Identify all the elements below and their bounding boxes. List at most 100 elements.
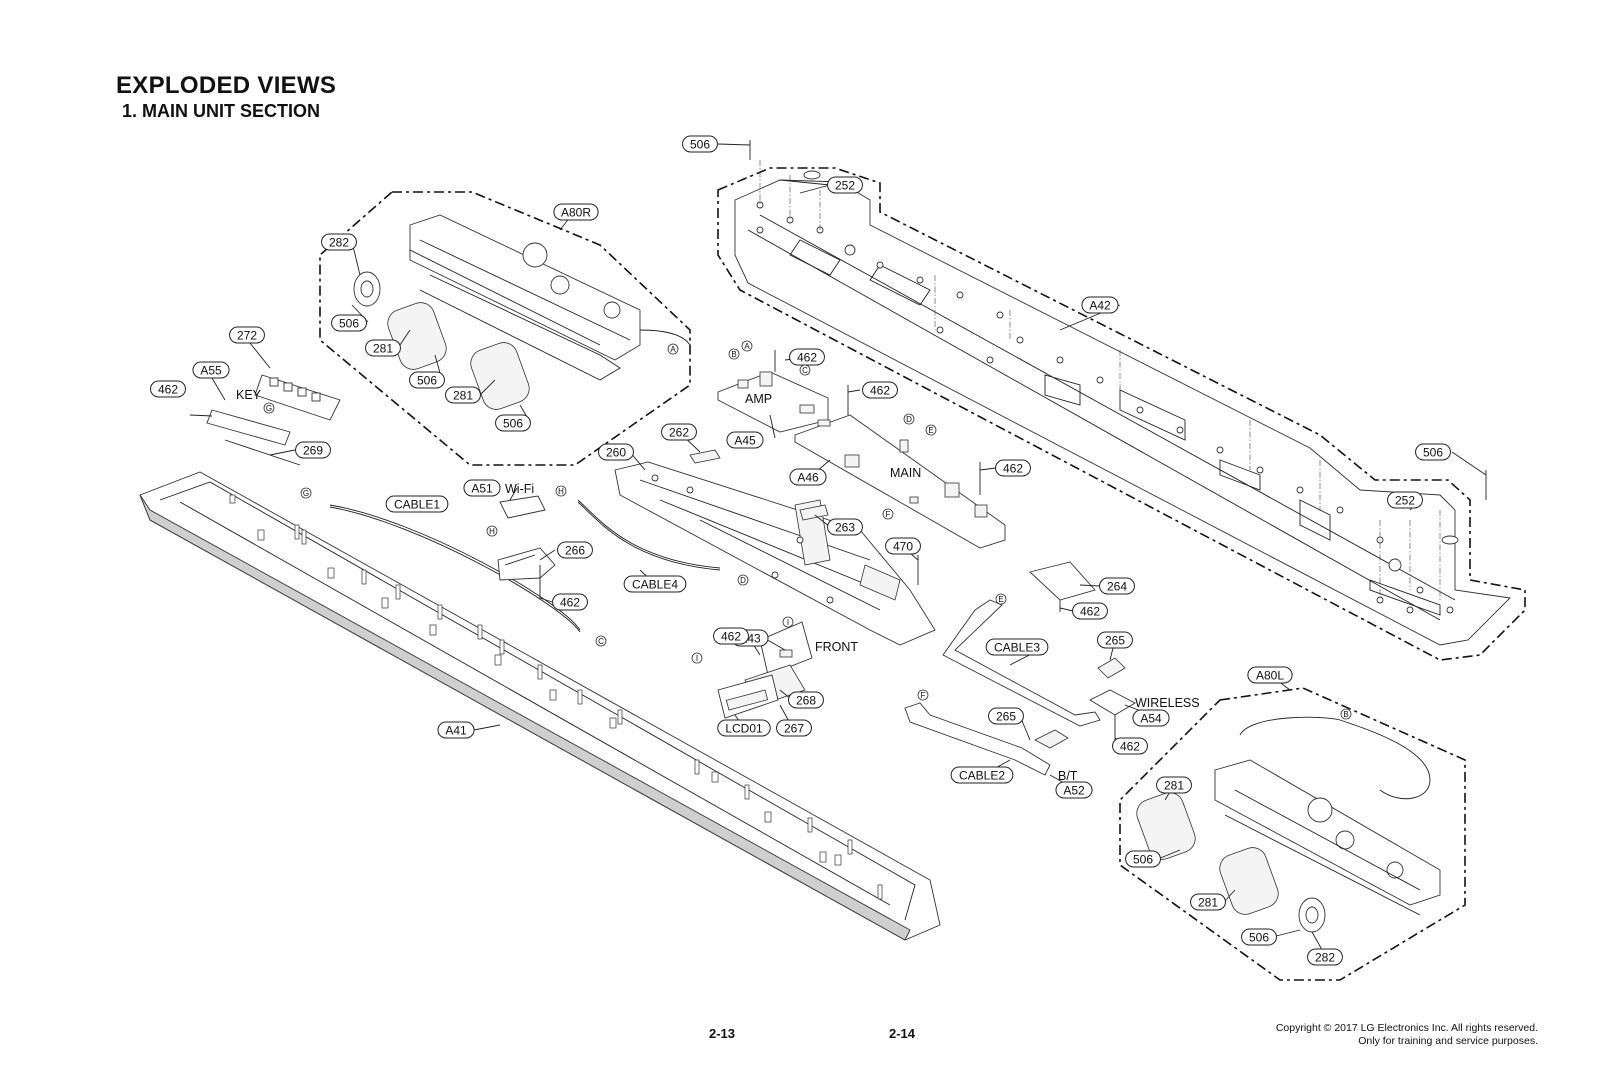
callout-506: 506 (331, 314, 367, 332)
callout-272: 272 (229, 326, 265, 344)
callout-oval (885, 537, 921, 555)
callout-text: 281 (373, 341, 393, 355)
connector-g: G (263, 402, 275, 414)
callout-text: 462 (1003, 461, 1023, 475)
callout-oval (1190, 893, 1226, 911)
callout-cable4: CABLE4 (623, 575, 687, 593)
connector-circle (903, 413, 915, 425)
callout-text: 462 (1120, 739, 1140, 753)
copyright-line-1: Copyright © 2017 LG Electronics Inc. All… (1275, 1022, 1538, 1034)
callout-text: 506 (339, 316, 359, 330)
connector-letter: G (303, 489, 309, 498)
callout-text: 265 (996, 709, 1016, 723)
callout-oval (598, 443, 634, 461)
callout-506: 506 (1415, 443, 1451, 461)
key-pcb-parts (189, 374, 341, 466)
speaker-assembly-a80l (1119, 687, 1466, 981)
connector-e: E (925, 424, 937, 436)
callout-text: 267 (784, 721, 804, 735)
connector-circle (595, 635, 607, 647)
callout-text: 281 (1164, 778, 1184, 792)
callout-oval (995, 459, 1031, 477)
callout-oval (463, 479, 501, 497)
top-cover-a42 (717, 140, 1526, 661)
copyright: Copyright © 2017 LG Electronics Inc. All… (1276, 1022, 1538, 1048)
connector-letter: H (489, 527, 495, 536)
connector-circle (691, 652, 703, 664)
connector-letter: A (744, 342, 750, 351)
callout-text: A51 (471, 481, 493, 495)
callout-470: 470 (885, 537, 921, 555)
connector-letter: E (998, 595, 1003, 604)
connector-circle (782, 616, 794, 628)
callout-a80r: A80R (553, 203, 599, 221)
callout-text: 282 (329, 235, 349, 249)
callout-text: A80R (561, 205, 591, 219)
callout-oval (1072, 602, 1108, 620)
connector-circle (995, 593, 1007, 605)
callout-text: 506 (690, 137, 710, 151)
note-wi-fi: Wi-Fi (505, 482, 534, 496)
callout-oval (726, 431, 764, 449)
callout-oval (1097, 631, 1133, 649)
callout-text: 252 (1395, 493, 1415, 507)
callout-282: 282 (321, 233, 357, 251)
callout-281: 281 (365, 339, 401, 357)
connector-e: E (995, 593, 1007, 605)
callout-oval (331, 314, 367, 332)
tape-263 (799, 504, 829, 521)
connector-letter: C (598, 637, 604, 646)
connector-c: C (799, 364, 811, 376)
callout-text: A52 (1063, 783, 1085, 797)
callout-462: 462 (995, 459, 1031, 477)
callout-oval (1387, 491, 1423, 509)
callout-oval (985, 638, 1049, 656)
callout-267: 267 (776, 719, 812, 737)
connector-i: I (691, 652, 703, 664)
connector-circle (300, 487, 312, 499)
connector-circle (1340, 708, 1352, 720)
callout-252: 252 (827, 176, 863, 194)
callout-oval (1099, 577, 1135, 595)
callout-506: 506 (682, 135, 718, 153)
callout-text: A42 (1089, 298, 1111, 312)
callout-266: 266 (557, 541, 593, 559)
callout-text: 506 (1249, 930, 1269, 944)
callout-text: 462 (1080, 604, 1100, 618)
connector-letter: C (802, 366, 808, 375)
connector-letter: A (670, 345, 676, 354)
callout-text: 506 (417, 373, 437, 387)
callout-252: 252 (1387, 491, 1423, 509)
callout-462: 462 (862, 381, 898, 399)
speaker-assembly-a80r (319, 191, 691, 466)
connector-letter: E (928, 426, 933, 435)
connector-circle (741, 340, 753, 352)
connector-letter: G (266, 404, 272, 413)
callout-text: 470 (893, 539, 913, 553)
connector-h: H (486, 525, 498, 537)
connector-d: D (903, 413, 915, 425)
callout-oval (437, 721, 475, 739)
main-pcb-a46 (794, 385, 1006, 549)
callout-text: 263 (835, 520, 855, 534)
connector-letter: I (696, 654, 698, 663)
callout-281: 281 (1156, 776, 1192, 794)
callout-text: 506 (1423, 445, 1443, 459)
callout-a46: A46 (789, 468, 827, 486)
callout-oval (776, 719, 812, 737)
callout-oval (988, 707, 1024, 725)
callout-506: 506 (409, 371, 445, 389)
callout-oval (1415, 443, 1451, 461)
callout-oval (789, 468, 827, 486)
connector-circle (486, 525, 498, 537)
connector-letter: D (740, 576, 746, 585)
connector-letter: F (921, 691, 926, 700)
main-frame-a41 (139, 471, 941, 941)
callout-oval (827, 518, 863, 536)
cable2-flex (904, 702, 1051, 776)
connector-f: F (917, 689, 929, 701)
callout-263: 263 (827, 518, 863, 536)
callout-oval (623, 575, 687, 593)
